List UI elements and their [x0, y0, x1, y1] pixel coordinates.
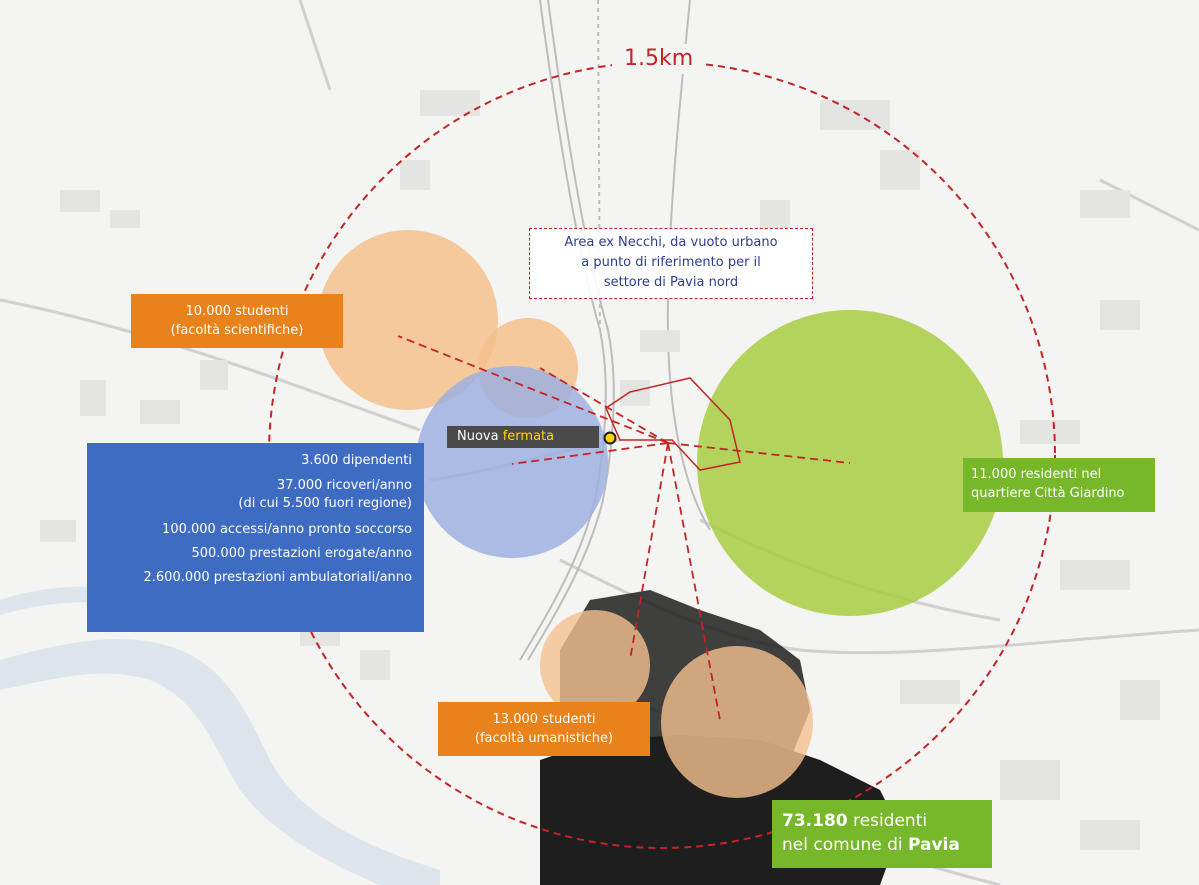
- necchi-area-callout: Area ex Necchi, da vuoto urbano a punto …: [529, 228, 813, 299]
- humanities-zone-large-circle: [661, 646, 813, 798]
- city-residents-suffix: residenti: [847, 811, 928, 831]
- city-residents-number: 73.180: [782, 811, 848, 831]
- new-stop-prefix: Nuova: [457, 429, 503, 444]
- necchi-line-1: Area ex Necchi, da vuoto urbano: [564, 235, 778, 250]
- hospital-admissions: 37.000 ricoveri/anno (di cui 5.500 fuori…: [238, 478, 412, 511]
- science-students-faculty: (facoltà scientifiche): [170, 323, 304, 338]
- humanities-zone-circle: [540, 610, 650, 720]
- city-name: Pavia: [908, 835, 960, 855]
- stop-marker: [603, 431, 617, 445]
- new-stop-label: Nuova fermata: [447, 426, 599, 448]
- hospital-staff: 3.600 dipendenti: [301, 453, 412, 468]
- hospital-zone-circle: [416, 366, 608, 558]
- city-residents-label: 73.180 residenti nel comune di Pavia: [772, 800, 992, 868]
- hospital-emergency: 100.000 accessi/anno pronto soccorso: [162, 522, 412, 537]
- humanities-students-label: 13.000 studenti (facoltà umanistiche): [438, 702, 650, 756]
- urban-blocks: [40, 90, 1160, 850]
- citta-giardino-count: 11.000 residenti nel: [971, 467, 1102, 482]
- humanities-students-faculty: (facoltà umanistiche): [474, 731, 614, 746]
- city-residents-prefix: nel comune di: [782, 835, 908, 855]
- hospital-outpatient: 2.600.000 prestazioni ambulatoriali/anno: [143, 570, 413, 585]
- hospital-stats-panel: 3.600 dipendenti 37.000 ricoveri/anno (d…: [87, 443, 424, 632]
- necchi-line-2: a punto di riferimento per il: [581, 255, 761, 270]
- necchi-line-3: settore di Pavia nord: [603, 275, 739, 290]
- citta-giardino-label: 11.000 residenti nel quartiere Città Gia…: [963, 458, 1155, 512]
- hospital-services: 500.000 prestazioni erogate/anno: [191, 546, 412, 561]
- science-students-count: 10.000 studenti: [185, 304, 289, 319]
- citta-giardino-district: quartiere Città Giardino: [971, 486, 1125, 501]
- science-students-label: 10.000 studenti (facoltà scientifiche): [131, 294, 343, 348]
- humanities-students-count: 13.000 studenti: [492, 712, 596, 727]
- new-stop-highlight: fermata: [502, 429, 555, 444]
- radius-label: 1.5km: [612, 44, 706, 74]
- connector-lines: [397, 335, 851, 721]
- science-zone-circle: [318, 230, 498, 410]
- river: [0, 639, 440, 885]
- hospital-admissions-note: (di cui 5.500 fuori regione): [238, 496, 412, 511]
- necchi-area-outline: [605, 377, 741, 471]
